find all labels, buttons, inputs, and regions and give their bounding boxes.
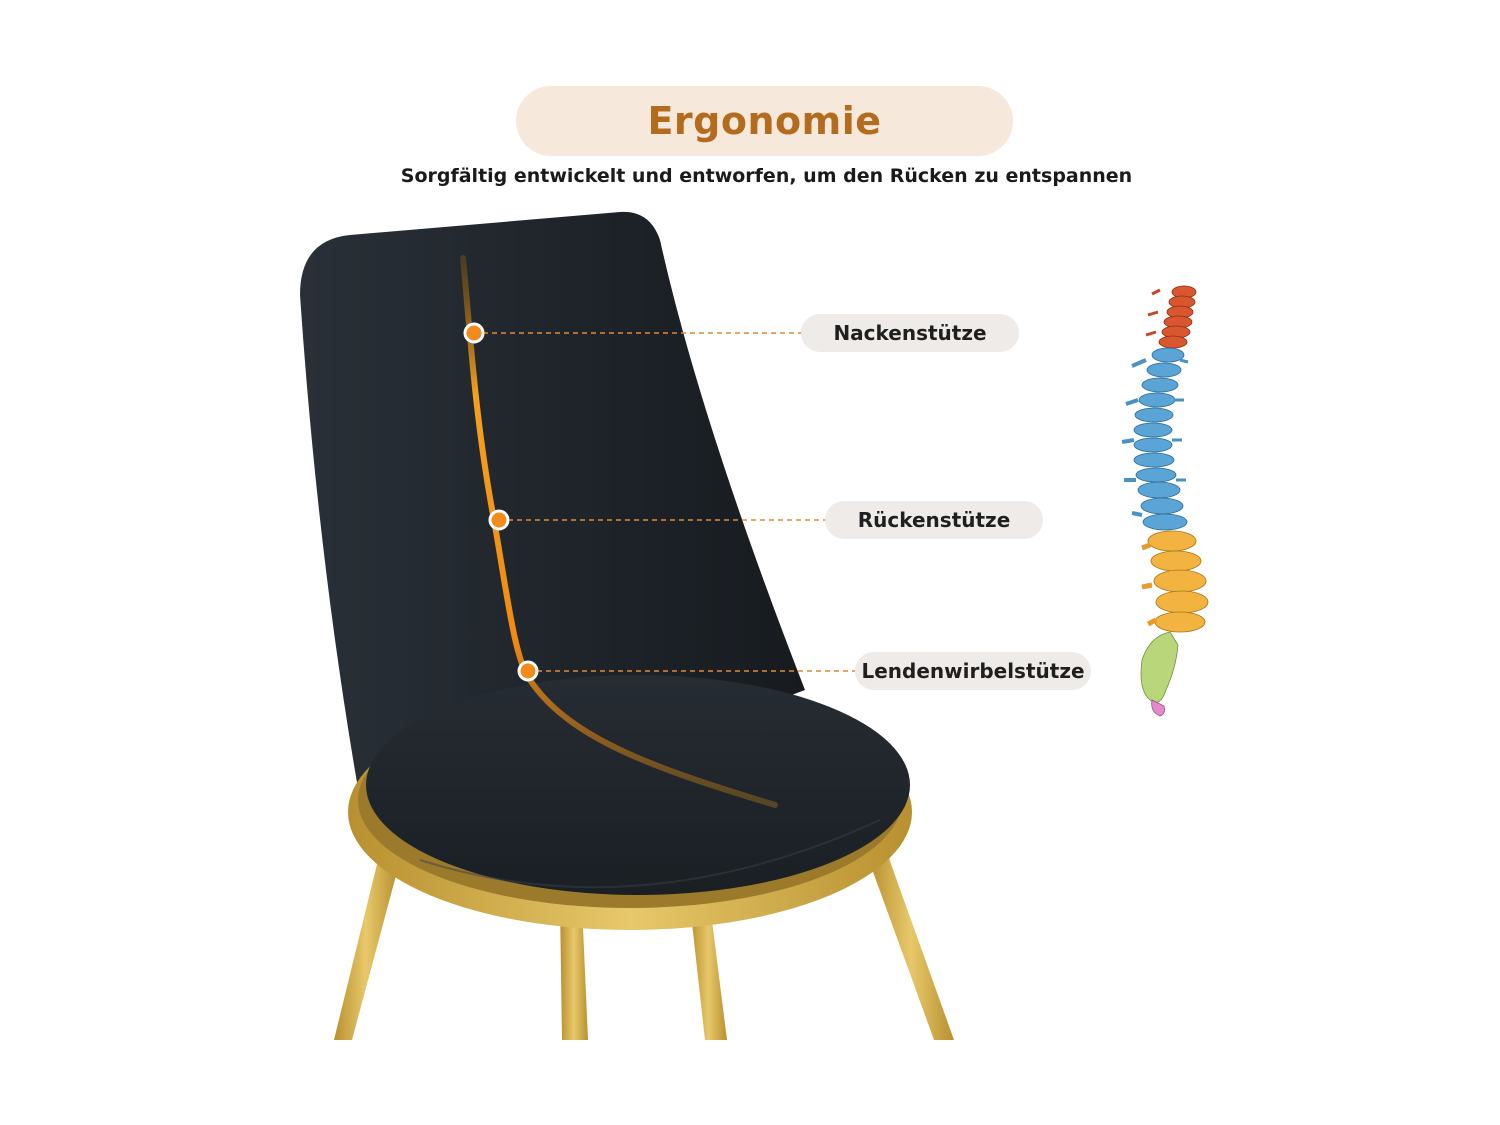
callout-neck-support: Nackenstütze bbox=[801, 314, 1019, 352]
neck-marker-dot bbox=[463, 322, 485, 344]
ergonomic-curve bbox=[460, 255, 778, 808]
page-title: Ergonomie bbox=[647, 99, 882, 143]
page-subtitle: Sorgfältig entwickelt und entworfen, um … bbox=[400, 165, 1133, 187]
callout-lumbar-label: Lendenwirbelstütze bbox=[861, 659, 1085, 683]
lumbar-marker-dot bbox=[517, 660, 539, 682]
callout-neck-label: Nackenstütze bbox=[833, 321, 987, 345]
title-badge: Ergonomie bbox=[516, 86, 1013, 156]
back-marker-dot bbox=[488, 509, 510, 531]
chair-seat bbox=[366, 675, 910, 895]
spine-icon bbox=[1121, 285, 1209, 717]
callout-back-label: Rückenstütze bbox=[857, 508, 1011, 532]
callout-markers bbox=[463, 322, 539, 682]
callout-lumbar-support: Lendenwirbelstütze bbox=[855, 652, 1091, 690]
callout-back-support: Rückenstütze bbox=[825, 501, 1043, 539]
callout-connectors bbox=[474, 332, 855, 672]
chair-illustration bbox=[300, 211, 954, 1040]
chair-legs bbox=[334, 850, 954, 1040]
